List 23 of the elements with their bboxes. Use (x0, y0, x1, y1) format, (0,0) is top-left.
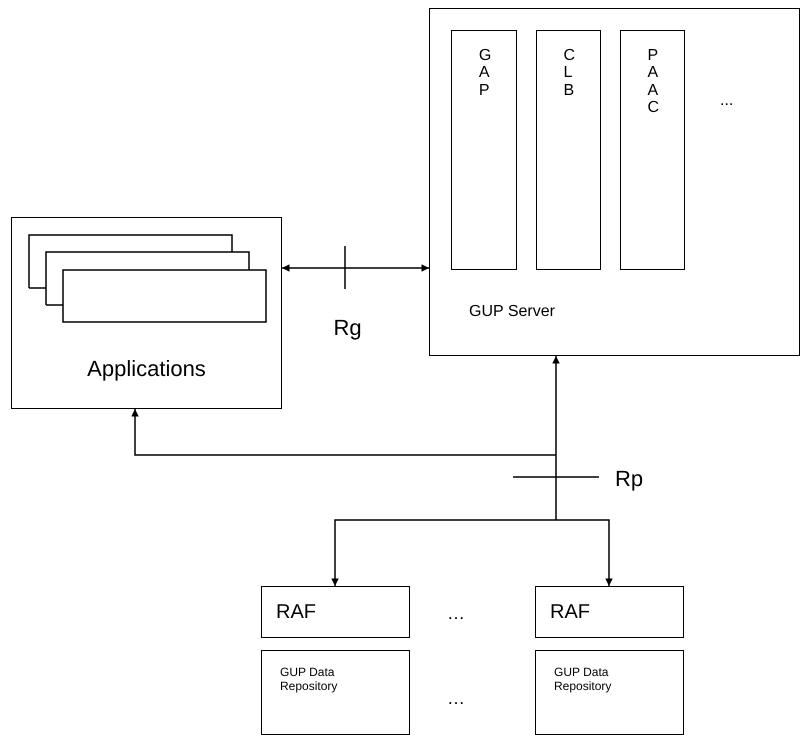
component-name: GUP Data Repository (280, 665, 338, 694)
arrow (556, 519, 613, 586)
component-name: GUP Data Repository (554, 665, 612, 694)
arrow (552, 356, 560, 520)
component-box (11, 217, 282, 409)
module-name: CLB (563, 47, 572, 99)
component-box (535, 650, 684, 735)
component-name: RAF (276, 600, 316, 624)
arrow (331, 519, 556, 586)
module-name: GAP (478, 47, 488, 99)
arrow (282, 264, 429, 272)
component-name: Applications (86, 356, 207, 382)
component-box (535, 586, 684, 638)
module-column (620, 30, 685, 270)
component-name: GUP Server (469, 302, 555, 322)
component-box (261, 650, 410, 735)
module-name: PAAC (647, 47, 656, 116)
module-column (536, 30, 601, 270)
component-name: RAF (550, 600, 590, 624)
component-box (429, 8, 800, 356)
component-box (261, 586, 410, 638)
arrow (131, 409, 556, 456)
module-column (451, 30, 517, 270)
